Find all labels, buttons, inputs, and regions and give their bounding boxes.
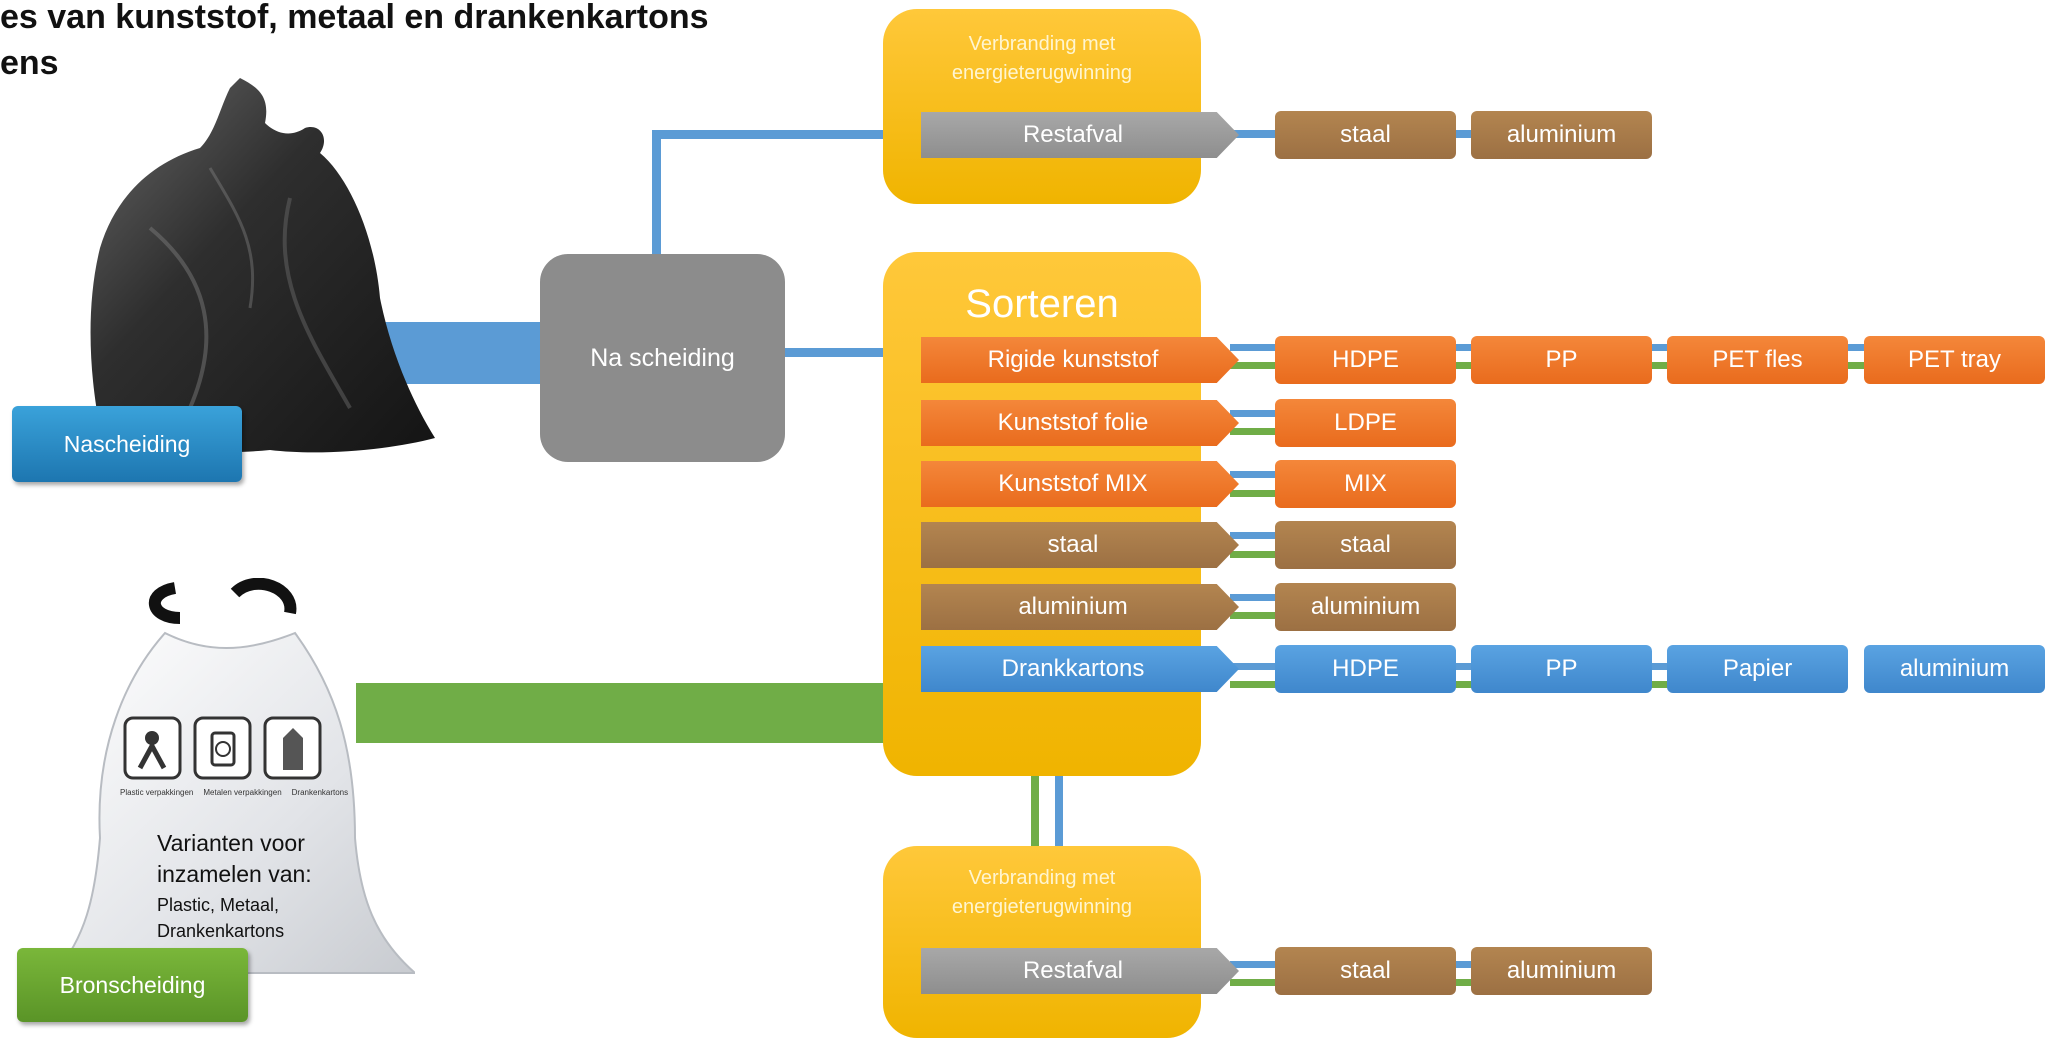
sort-output-aluminium: aluminium xyxy=(1275,583,1456,631)
white-bag-icon-labels: Plastic verpakkingen Metalen verpakkinge… xyxy=(120,788,380,797)
sort-input-staal: staal xyxy=(921,522,1239,568)
incineration-top-output-aluminium: aluminium xyxy=(1471,111,1652,159)
white-trash-bag-illustration xyxy=(55,578,415,974)
sort-output-carton-papier: Papier xyxy=(1667,645,1848,693)
row4-line-green xyxy=(1230,551,1290,558)
sort-output-pet-tray: PET tray xyxy=(1864,336,2045,384)
row5-line-green xyxy=(1230,612,1290,619)
incineration-bottom-heading: Verbranding met energieterugwinning xyxy=(951,867,1133,918)
sort-output-carton-aluminium: aluminium xyxy=(1864,645,2045,693)
incineration-bottom-restafval-arrow: Restafval xyxy=(921,948,1239,994)
incineration-top-box: Verbranding met energieterugwinning xyxy=(883,9,1201,204)
bronscheiding-label: Bronscheiding xyxy=(17,948,248,1022)
incineration-top-restafval-arrow: Restafval xyxy=(921,112,1239,158)
row3-line-blue xyxy=(1230,471,1290,478)
icon-label-metal: Metalen verpakkingen xyxy=(203,788,282,797)
title-line-1: es van kunststof, metaal en drankenkarto… xyxy=(0,0,709,36)
sort-output-carton-hdpe: HDPE xyxy=(1275,645,1456,693)
sort-input-aluminium: aluminium xyxy=(921,584,1239,630)
sort-input-rigide-kunststof: Rigide kunststof xyxy=(921,337,1239,383)
sort-input-kunststof-mix: Kunststof MIX xyxy=(921,461,1239,507)
connector-up xyxy=(652,130,661,256)
nascheiding-flow-band xyxy=(380,322,542,384)
white-bag-text-large: Varianten voor inzamelen van: xyxy=(157,830,312,887)
row2-line-green xyxy=(1230,428,1290,435)
bronscheiding-flow-band xyxy=(356,683,890,743)
white-bag-text-small: Plastic, Metaal, Drankenkartons xyxy=(157,895,285,941)
nascheiding-label: Nascheiding xyxy=(12,406,242,482)
connector-down-green xyxy=(1031,776,1039,846)
sort-output-ldpe: LDPE xyxy=(1275,399,1456,447)
sort-output-mix: MIX xyxy=(1275,460,1456,508)
black-trash-bag-illustration xyxy=(90,78,435,453)
incineration-bottom-output-staal: staal xyxy=(1275,947,1456,995)
connector-to-incineration-top xyxy=(652,130,887,139)
sorting-box: Sorteren xyxy=(883,252,1201,776)
icon-label-plastic: Plastic verpakkingen xyxy=(120,788,194,797)
icon-label-cartons: Drankenkartons xyxy=(291,788,349,797)
sort-input-drankkartons: Drankkartons xyxy=(921,646,1239,692)
incineration-top-output-staal: staal xyxy=(1275,111,1456,159)
connector-down-blue xyxy=(1055,776,1063,846)
incineration-bottom-box: Verbranding met energieterugwinning xyxy=(883,846,1201,1038)
row2-line-blue xyxy=(1230,410,1290,417)
sort-input-kunststof-folie: Kunststof folie xyxy=(921,400,1239,446)
title-line-2: ens xyxy=(0,44,59,82)
row4-line-blue xyxy=(1230,532,1290,539)
na-scheiding-box: Na scheiding xyxy=(540,254,785,462)
incineration-bottom-output-aluminium: aluminium xyxy=(1471,947,1652,995)
sort-output-staal: staal xyxy=(1275,521,1456,569)
sort-output-carton-pp: PP xyxy=(1471,645,1652,693)
connector-to-sorting xyxy=(783,348,887,357)
sort-output-pet-fles: PET fles xyxy=(1667,336,1848,384)
sort-output-hdpe: HDPE xyxy=(1275,336,1456,384)
page-title: es van kunststof, metaal en drankenkarto… xyxy=(0,0,709,86)
sorting-heading: Sorteren xyxy=(965,282,1119,326)
incineration-top-heading: Verbranding met energieterugwinning xyxy=(951,33,1133,84)
row3-line-green xyxy=(1230,490,1290,497)
sort-output-pp: PP xyxy=(1471,336,1652,384)
row5-line-blue xyxy=(1230,594,1290,601)
